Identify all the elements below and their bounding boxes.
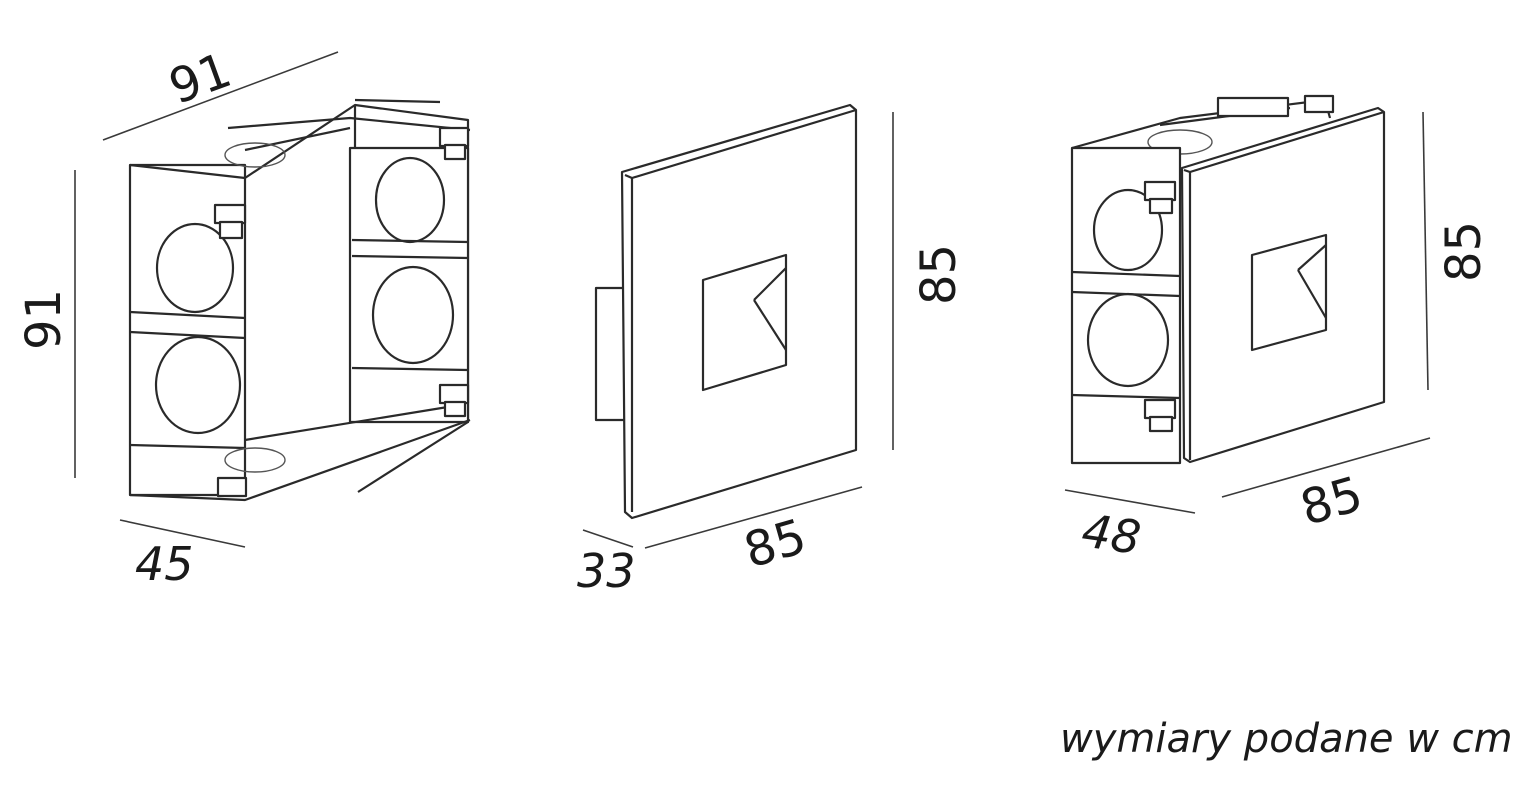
cover-depth-label: 33: [577, 544, 636, 598]
box-depth-label: 45: [135, 537, 194, 591]
box-width-label: 91: [162, 42, 239, 116]
cover-plate: [594, 103, 858, 520]
cover-height-label: 85: [911, 244, 967, 305]
box-height-label: 91: [16, 289, 72, 350]
assembled-width-label: 85: [1295, 466, 1369, 537]
units-note: wymiary podane w cm: [1060, 716, 1513, 762]
assembled-height-label: 85: [1436, 221, 1492, 282]
mounting-box: [128, 98, 471, 502]
assembled-unit: [1070, 94, 1386, 465]
box-dimension-lines: [74, 51, 339, 548]
assembled-depth-label: 48: [1079, 503, 1144, 565]
cover-dimension-lines: [582, 112, 894, 549]
assembled-dimension-lines: [1064, 111, 1431, 514]
